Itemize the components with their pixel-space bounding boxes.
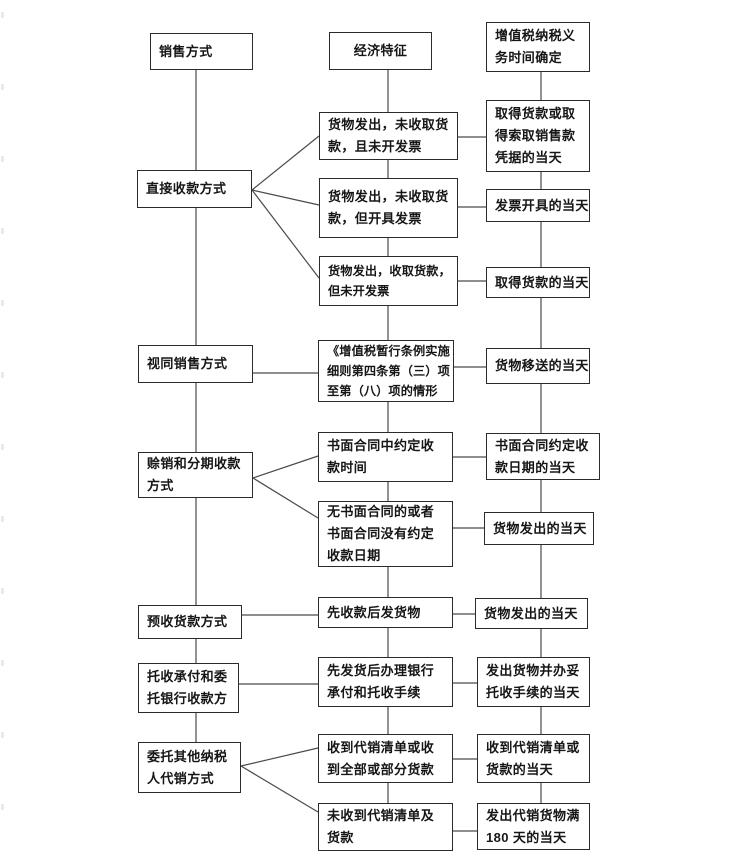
node-text-line: 承付和托收手续 — [327, 685, 421, 700]
flow-node-contract-date-agreed: 书面合同中约定收款时间 — [318, 432, 453, 482]
node-text-line: 未收到代销清单及 — [327, 808, 435, 823]
node-text-line: 人代销方式 — [147, 770, 215, 786]
flow-node-consignment: 委托其他纳税人代销方式 — [138, 742, 241, 793]
node-text-line: 到全部或部分货款 — [327, 761, 435, 777]
flow-node-shipped-unpaid-noinv: 货物发出，未收取货款，且未开发票 — [319, 112, 458, 160]
node-text-line: 货物发出，未收取货 — [328, 189, 449, 204]
node-text-line: 货物发出的当天 — [493, 520, 587, 536]
flow-node-pay-first-ship-later: 先收款后发货物 — [318, 597, 453, 628]
left-margin-artifact — [1, 588, 4, 594]
flow-node-day-list-or-payment: 收到代销清单或货款的当天 — [477, 734, 590, 783]
node-text-line: 视同销售方式 — [147, 356, 228, 371]
node-text-line: 先收款后发货物 — [327, 604, 421, 620]
node-text-line: 托收承付和委 — [147, 669, 228, 684]
connector-line — [240, 747, 319, 767]
node-text-line: 货物发出的当天 — [484, 605, 578, 621]
left-margin-artifact — [1, 804, 4, 810]
node-text-line: 增值税纳税义 — [495, 28, 576, 43]
flow-node-col2-header: 经济特征 — [329, 32, 432, 70]
flow-node-bank-collection: 托收承付和委托银行收款方 — [138, 663, 239, 713]
flow-node-day-goods-transferred: 货物移送的当天 — [486, 348, 590, 384]
flow-node-shipped-unpaid-inv: 货物发出，未收取货款，但开具发票 — [319, 178, 458, 238]
node-text-line: 款日期的当天 — [495, 459, 576, 475]
node-text-line: 先发货后办理银行 — [327, 663, 435, 678]
node-text-line: 款，且未开发票 — [328, 139, 422, 154]
flow-node-vat-rules-items: 《增值税暂行条例实施细则第四条第（三）项至第（八）项的情形 — [318, 340, 454, 402]
connector-line — [252, 477, 319, 519]
node-text-line: 凭据的当天 — [495, 150, 563, 165]
connector-line — [251, 135, 320, 191]
node-text-line: 无书面合同的或者 — [327, 504, 435, 519]
flow-node-col3-header: 增值税纳税义务时间确定 — [486, 22, 590, 72]
left-margin-artifact — [1, 516, 4, 522]
connector-line — [252, 455, 319, 479]
left-margin-artifact — [1, 660, 4, 666]
left-margin-artifact — [1, 156, 4, 162]
flow-node-no-contract-date: 无书面合同的或者书面合同没有约定收款日期 — [318, 501, 453, 567]
connector-line — [251, 189, 320, 206]
left-margin-artifact — [1, 372, 4, 378]
flow-node-day-payment-received: 取得货款的当天 — [486, 267, 590, 298]
left-margin-artifact — [1, 84, 4, 90]
left-margin-artifact — [1, 12, 4, 18]
node-text-line: 收款日期 — [327, 548, 381, 563]
flow-node-shipped-paid-noinv: 货物发出，收取货款， 但未开发票 — [319, 256, 458, 306]
node-text-line: 货物发出，收取货款， — [328, 264, 451, 278]
flow-node-deemed-sales: 视同销售方式 — [138, 345, 253, 383]
connector-line — [251, 189, 320, 279]
node-text-line: 收到代销清单或收 — [327, 739, 435, 755]
node-text-line: 货款 — [327, 830, 354, 845]
node-text-line: 方式 — [147, 478, 174, 493]
left-margin-artifact — [1, 732, 4, 738]
node-text-line: 得索取销售款 — [495, 128, 576, 143]
node-text-line: 委托其他纳税 — [147, 748, 228, 764]
flow-node-list-payment-not-recv: 未收到代销清单及货款 — [318, 803, 453, 851]
flow-node-ship-then-bank-proc: 先发货后办理银行承付和托收手续 — [318, 657, 453, 707]
flow-node-day-180-after-ship: 发出代销货物满 180 天的当天 — [477, 803, 590, 850]
node-text-line: 销售方式 — [159, 43, 213, 59]
node-text-line: 发出货物并办妥 — [486, 663, 580, 678]
flow-node-day-invoice-issued: 发票开具的当天 — [486, 189, 590, 222]
flow-node-day-payment-or-proof: 取得货款或取得索取销售款凭据的当天 — [486, 100, 590, 172]
node-text-line: 货物发出，未收取货 — [328, 117, 449, 132]
node-text-line: 取得货款或取 — [495, 106, 576, 121]
node-text-line: 发出代销货物满 — [486, 807, 580, 823]
left-margin-artifact — [1, 228, 4, 234]
node-text-line: 预收货款方式 — [147, 614, 228, 629]
node-text-line: 《增值税暂行条例实施 — [327, 344, 450, 358]
node-text-line: 直接收款方式 — [146, 181, 227, 196]
flow-node-day-contract-date: 书面合同约定收款日期的当天 — [486, 433, 600, 480]
node-text-line: 托收手续的当天 — [486, 685, 580, 700]
node-text-line: 180 天的当天 — [486, 829, 567, 845]
node-text-line: 款时间 — [327, 460, 368, 475]
node-text-line: 货物移送的当天 — [495, 358, 589, 373]
node-text-line: 至第（八）项的情形 — [327, 384, 438, 398]
connector-line — [240, 765, 319, 813]
node-text-line: 书面合同没有约定 — [327, 526, 435, 541]
node-text-line: 赊销和分期收款 — [147, 456, 241, 471]
node-text-line: 款，但开具发票 — [328, 211, 422, 226]
node-text-line: 收到代销清单或 — [486, 739, 580, 755]
node-text-line: 发票开具的当天 — [495, 197, 589, 213]
flow-node-day-shipped-proc-done: 发出货物并办妥托收手续的当天 — [477, 657, 590, 707]
flow-node-day-goods-shipped-1: 货物发出的当天 — [484, 512, 594, 545]
flow-node-day-goods-shipped-2: 货物发出的当天 — [475, 598, 588, 629]
node-text-line: 经济特征 — [353, 43, 408, 58]
node-text-line: 但未开发票 — [328, 284, 390, 298]
node-text-line: 细则第四条第（三）项 — [327, 364, 450, 378]
node-text-line: 书面合同中约定收 — [327, 438, 435, 453]
flow-node-advance-payment: 预收货款方式 — [138, 605, 242, 639]
flow-node-col1-header: 销售方式 — [150, 33, 253, 70]
flow-node-credit-installment: 赊销和分期收款方式 — [138, 452, 253, 498]
flow-node-list-or-payment-recv: 收到代销清单或收到全部或部分货款 — [318, 734, 453, 783]
node-text-line: 务时间确定 — [495, 50, 563, 65]
node-text-line: 书面合同约定收 — [495, 437, 589, 453]
node-text-line: 货款的当天 — [486, 761, 554, 777]
left-margin-artifact — [1, 444, 4, 450]
left-margin-artifact — [1, 300, 4, 306]
node-text-line: 取得货款的当天 — [495, 274, 589, 290]
node-text-line: 托银行收款方 — [147, 691, 228, 706]
flow-node-direct-collection: 直接收款方式 — [137, 170, 252, 208]
